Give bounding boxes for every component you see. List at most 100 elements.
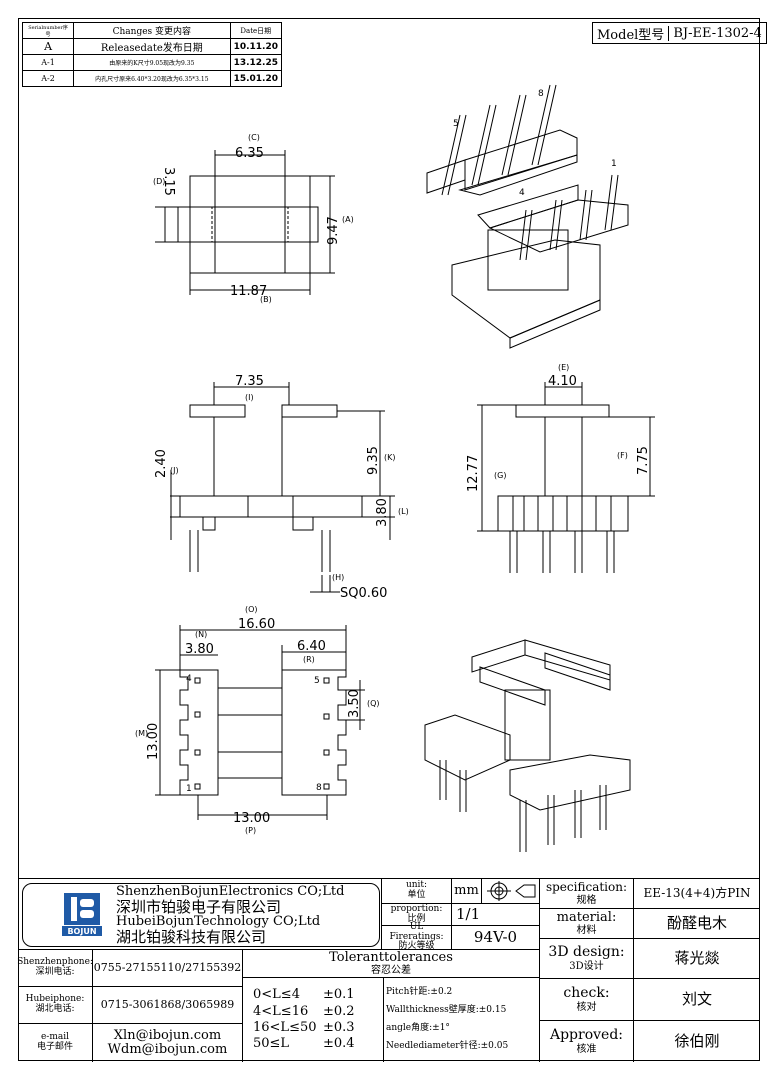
pin-label: 8	[316, 783, 322, 793]
technical-drawing: (C) 6.35 (D) 3.15 (A) 9.47 11.87 (B) 7.3…	[135, 84, 655, 852]
unit-label-cell: unit: 单位	[382, 879, 452, 904]
dim-p-value: 13.00	[233, 811, 270, 826]
check-label: check:	[563, 985, 610, 1002]
material-label: material:	[556, 909, 617, 925]
tolerance-value: ±0.1	[323, 987, 355, 1003]
spec-label-cell: specification: 规格	[540, 879, 634, 909]
company-shenzhen-en: ShenzhenBojunElectronics CO;Ltd	[116, 884, 345, 899]
logo-text: BOJUN	[67, 927, 96, 936]
unit-value: mm	[452, 879, 482, 904]
check-label-cell: check: 核对	[540, 979, 634, 1021]
fire-label-cell: UL Fireratings: 防火等级	[382, 922, 452, 952]
iso-pin-label: 5	[453, 119, 459, 129]
dim-m-value: 13.00	[146, 723, 161, 760]
pin-label: 1	[186, 784, 192, 794]
tolerance-note: Pitch针距:±0.2	[386, 987, 453, 998]
company-shenzhen-cn: 深圳市铂骏电子有限公司	[116, 898, 282, 916]
fire-label-cn: 防火等级	[398, 941, 435, 952]
dim-b-letter: (B)	[260, 295, 272, 304]
unit-label: unit:	[405, 880, 428, 891]
dim-f-value: 7.75	[636, 446, 651, 475]
projection-icon	[486, 881, 535, 901]
email-2[interactable]: Wdm@ibojun.com	[107, 1042, 228, 1057]
dim-k-value: 9.35	[366, 446, 381, 475]
company-hubei-cn: 湖北铂骏科技有限公司	[116, 928, 267, 946]
dim-e-letter: (E)	[558, 363, 569, 372]
iso-pin-label: 8	[538, 89, 544, 99]
email-label-cn: 电子邮件	[36, 1042, 73, 1052]
dim-i-letter: (I)	[245, 393, 254, 402]
material-value: 酚醛电木	[634, 909, 760, 939]
dim-p-letter: (P)	[245, 826, 256, 835]
dim-n-value: 3.80	[185, 642, 214, 657]
tolerance-range: 0<L≤4	[253, 987, 300, 1003]
dim-g-value: 12.77	[466, 455, 481, 492]
dim-a-value: 9.47	[326, 216, 341, 245]
dim-d-letter: (D)	[153, 177, 165, 186]
sz-phone-value: 0755-27155110/27155392	[93, 950, 243, 987]
tolerance-title: Toleranttolerances	[329, 949, 453, 965]
proportion-value: 1/1	[452, 904, 540, 926]
approved-label: Approved:	[549, 1027, 624, 1044]
top-view	[155, 150, 335, 295]
company-box: BOJUN ShenzhenBojunElectronics CO;Ltd 深圳…	[18, 879, 382, 950]
dim-c-value: 6.35	[235, 146, 264, 161]
sz-phone-label-cn: 深圳电话:	[35, 967, 75, 977]
design-label-cn: 3D设计	[569, 960, 604, 972]
drawing-frame	[18, 18, 760, 1061]
iso-view-bottom	[424, 639, 631, 852]
approved-value: 徐伯刚	[674, 1032, 720, 1051]
iso-view-top	[426, 84, 629, 349]
tolerance-title-cn: 容忍公差	[371, 965, 411, 977]
dim-h-value: SQ0.60	[340, 586, 387, 601]
rev-date: 13.12.25	[229, 54, 283, 71]
rev-date: 15.01.20	[229, 70, 283, 87]
approved-label-cell: Approved: 核准	[540, 1021, 634, 1062]
tolerance-value: ±0.2	[323, 1003, 355, 1019]
tolerance-title-cell: Toleranttolerances 容忍公差	[243, 950, 540, 978]
dim-j-letter: (J)	[170, 466, 179, 475]
tolerance-range: 50≤L	[253, 1036, 290, 1052]
spec-value: EE-13(4+4)方PIN	[634, 879, 760, 909]
dim-i-value: 7.35	[235, 374, 264, 389]
dim-a-letter: (A)	[342, 215, 354, 224]
spec-label: specification:	[545, 880, 628, 895]
dim-e-value: 4.10	[548, 374, 577, 389]
tolerance-ranges: 0<L≤4 ±0.1 4<L≤16 ±0.2 16<L≤50 ±0.3 50≤L…	[243, 978, 384, 1062]
tolerance-value: ±0.4	[323, 1036, 355, 1052]
material-label-cn: 材料	[576, 925, 597, 937]
iso-pin-label: 1	[611, 159, 617, 169]
hb-phone-label: Hubeiphone:	[25, 994, 85, 1005]
title-block: BOJUN ShenzhenBojunElectronics CO;Ltd 深圳…	[17, 878, 760, 1062]
bojun-logo: BOJUN	[62, 893, 102, 936]
sz-phone-label-cell: Shenzhenphone: 深圳电话:	[17, 950, 93, 987]
fire-value: 94V-0	[452, 926, 540, 950]
material-label-cell: material: 材料	[540, 909, 634, 939]
tolerance-notes: Pitch针距:±0.2 Wallthickness壁厚度:±0.15 angl…	[384, 978, 540, 1062]
revision-table: Serialnumber序号 Changes 变更内容 Date日期 A Rel…	[21, 22, 283, 87]
tolerance-note: Wallthickness壁厚度:±0.15	[386, 1005, 507, 1016]
dim-l-letter: (L)	[398, 507, 409, 516]
email-1[interactable]: Xln@ibojun.com	[113, 1027, 222, 1043]
email-values: Xln@ibojun.com Wdm@ibojun.com	[93, 1024, 243, 1062]
approved-label-cn: 核准	[576, 1043, 597, 1055]
pin-label: 5	[314, 676, 320, 686]
dim-h-letter: (H)	[332, 573, 344, 582]
dim-r-letter: (R)	[303, 655, 315, 664]
sz-phone-label: Shenzhenphone:	[17, 957, 93, 968]
model-value: BJ-EE-1302-4	[668, 25, 766, 41]
email-label: e-mail	[40, 1032, 70, 1043]
hb-phone-value: 0715-3061868/3065989	[93, 987, 243, 1024]
dim-j-value: 2.40	[154, 449, 169, 478]
dim-r-value: 6.40	[297, 639, 326, 654]
design-value: 蒋光燚	[634, 939, 760, 979]
design-label-cell: 3D design: 3D设计	[540, 939, 634, 979]
hb-phone-label-cn: 湖北电话:	[35, 1004, 75, 1014]
dim-g-letter: (G)	[494, 471, 506, 480]
tolerance-note: Needlediameter针径:±0.05	[386, 1040, 509, 1051]
tolerance-range: 4<L≤16	[253, 1003, 309, 1019]
dim-b-value: 11.87	[230, 284, 267, 299]
dim-q-value: 3.50	[347, 689, 362, 718]
dim-k-letter: (K)	[384, 453, 396, 462]
dim-f-letter: (F)	[617, 451, 628, 460]
